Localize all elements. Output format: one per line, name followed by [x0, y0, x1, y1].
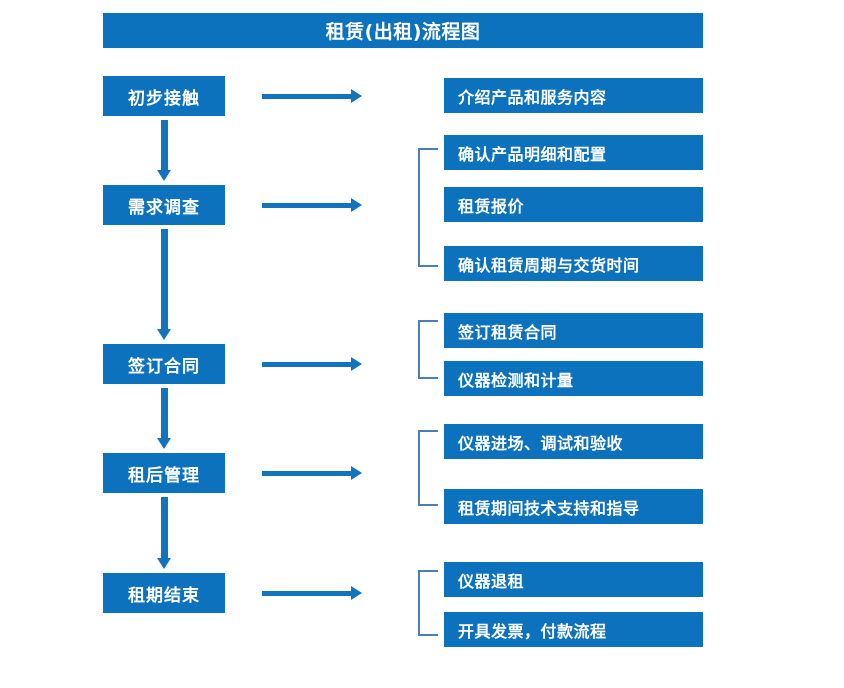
arrow-shaft [161, 120, 168, 170]
down-arrow-management-to-leaseend [157, 497, 171, 569]
group-bracket-sign-contract [418, 320, 438, 379]
right-arrow-sign-contract [262, 357, 362, 371]
detail-box-invoice-payment[interactable]: 开具发票，付款流程 [444, 612, 703, 647]
right-arrow-demand-survey [262, 198, 362, 212]
detail-box-instrument-install[interactable]: 仪器进场、调试和验收 [444, 424, 703, 459]
arrow-head [157, 170, 171, 181]
stage-box-post-rental-management[interactable]: 租后管理 [103, 453, 225, 493]
arrow-head [157, 438, 171, 449]
detail-box-instrument-testing[interactable]: 仪器检测和计量 [444, 361, 703, 396]
arrow-shaft [161, 497, 168, 558]
right-arrow-post-rental-management [262, 466, 362, 480]
group-bracket-post-rental-management [418, 430, 438, 506]
arrow-head [351, 89, 362, 103]
arrow-head [351, 198, 362, 212]
right-arrow-initial-contact [262, 89, 362, 103]
group-bracket-demand-survey [418, 148, 438, 267]
stage-box-demand-survey[interactable]: 需求调查 [103, 185, 225, 225]
detail-box-technical-support[interactable]: 租赁期间技术支持和指导 [444, 489, 703, 524]
arrow-head [351, 586, 362, 600]
arrow-shaft [262, 591, 351, 596]
stage-box-lease-end[interactable]: 租期结束 [103, 573, 225, 613]
arrow-shaft [262, 471, 351, 476]
detail-box-confirm-period[interactable]: 确认租赁周期与交货时间 [444, 246, 703, 281]
detail-box-sign-rental-contract[interactable]: 签订租赁合同 [444, 313, 703, 348]
group-bracket-lease-end [418, 570, 438, 636]
page-title: 租赁(出租)流程图 [103, 13, 703, 48]
down-arrow-contact-to-survey [157, 120, 171, 181]
arrow-shaft [262, 94, 351, 99]
arrow-head [351, 466, 362, 480]
detail-box-confirm-product-spec[interactable]: 确认产品明细和配置 [444, 135, 703, 170]
arrow-shaft [161, 388, 168, 438]
detail-box-instrument-return[interactable]: 仪器退租 [444, 562, 703, 597]
right-arrow-lease-end [262, 586, 362, 600]
down-arrow-contract-to-management [157, 388, 171, 449]
arrow-head [351, 357, 362, 371]
arrow-shaft [262, 203, 351, 208]
arrow-shaft [262, 362, 351, 367]
detail-box-rental-quote[interactable]: 租赁报价 [444, 187, 703, 222]
stage-box-sign-contract[interactable]: 签订合同 [103, 344, 225, 384]
arrow-head [157, 558, 171, 569]
detail-box-introduce-products[interactable]: 介绍产品和服务内容 [444, 78, 703, 113]
down-arrow-survey-to-contract [157, 229, 171, 340]
arrow-head [157, 329, 171, 340]
stage-box-initial-contact[interactable]: 初步接触 [103, 76, 225, 116]
arrow-shaft [161, 229, 168, 329]
